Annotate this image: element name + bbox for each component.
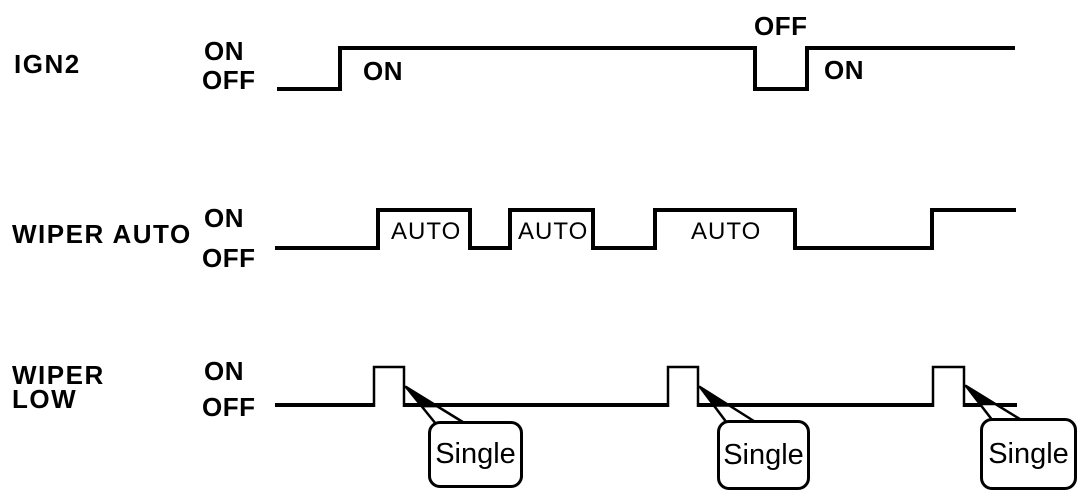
wiper-low-waveform [931, 365, 966, 407]
wiper-auto-off-level-label: OFF [202, 243, 256, 273]
wiper-auto-pulse-label-1: AUTO [391, 218, 462, 245]
ign2-on-state-annotation-1: ON [363, 56, 403, 86]
callout-tail-tip-1 [406, 387, 439, 408]
wiper-low-on-level-label: ON [204, 356, 244, 386]
single-wipe-callout-1-text: Single [435, 438, 516, 470]
single-wipe-callout-3-text: Single [988, 437, 1069, 470]
wiper-low-waveform [666, 365, 700, 407]
signal-label-wiper-low: WIPER LOW [12, 360, 105, 414]
callout-tail-tip-2 [700, 387, 732, 407]
single-wipe-callout-2: Single [717, 420, 810, 490]
signal-label-ign2: IGN2 [14, 49, 81, 79]
signal-label-wiper-auto: WIPER AUTO [12, 219, 192, 249]
wiper-auto-waveform [275, 208, 1016, 250]
single-wipe-callout-1: Single [428, 421, 523, 488]
single-wipe-callout-3: Single [980, 418, 1077, 490]
ign2-on-state-annotation-2: ON [824, 55, 864, 85]
ign2-on-level-label: ON [204, 36, 244, 66]
wiper-low-waveform [372, 365, 406, 407]
wiper-auto-on-level-label: ON [204, 203, 244, 233]
ign2-off-state-annotation: OFF [754, 11, 808, 41]
wiper-auto-pulse-label-2: AUTO [518, 218, 589, 245]
wiper-low-off-level-label: OFF [202, 392, 256, 422]
ign2-waveform [277, 46, 1015, 91]
ign2-off-level-label: OFF [202, 65, 256, 95]
callout-tail-tip-3 [966, 386, 998, 406]
single-wipe-callout-2-text: Single [723, 438, 804, 471]
wiper-auto-pulse-label-3: AUTO [691, 218, 762, 245]
